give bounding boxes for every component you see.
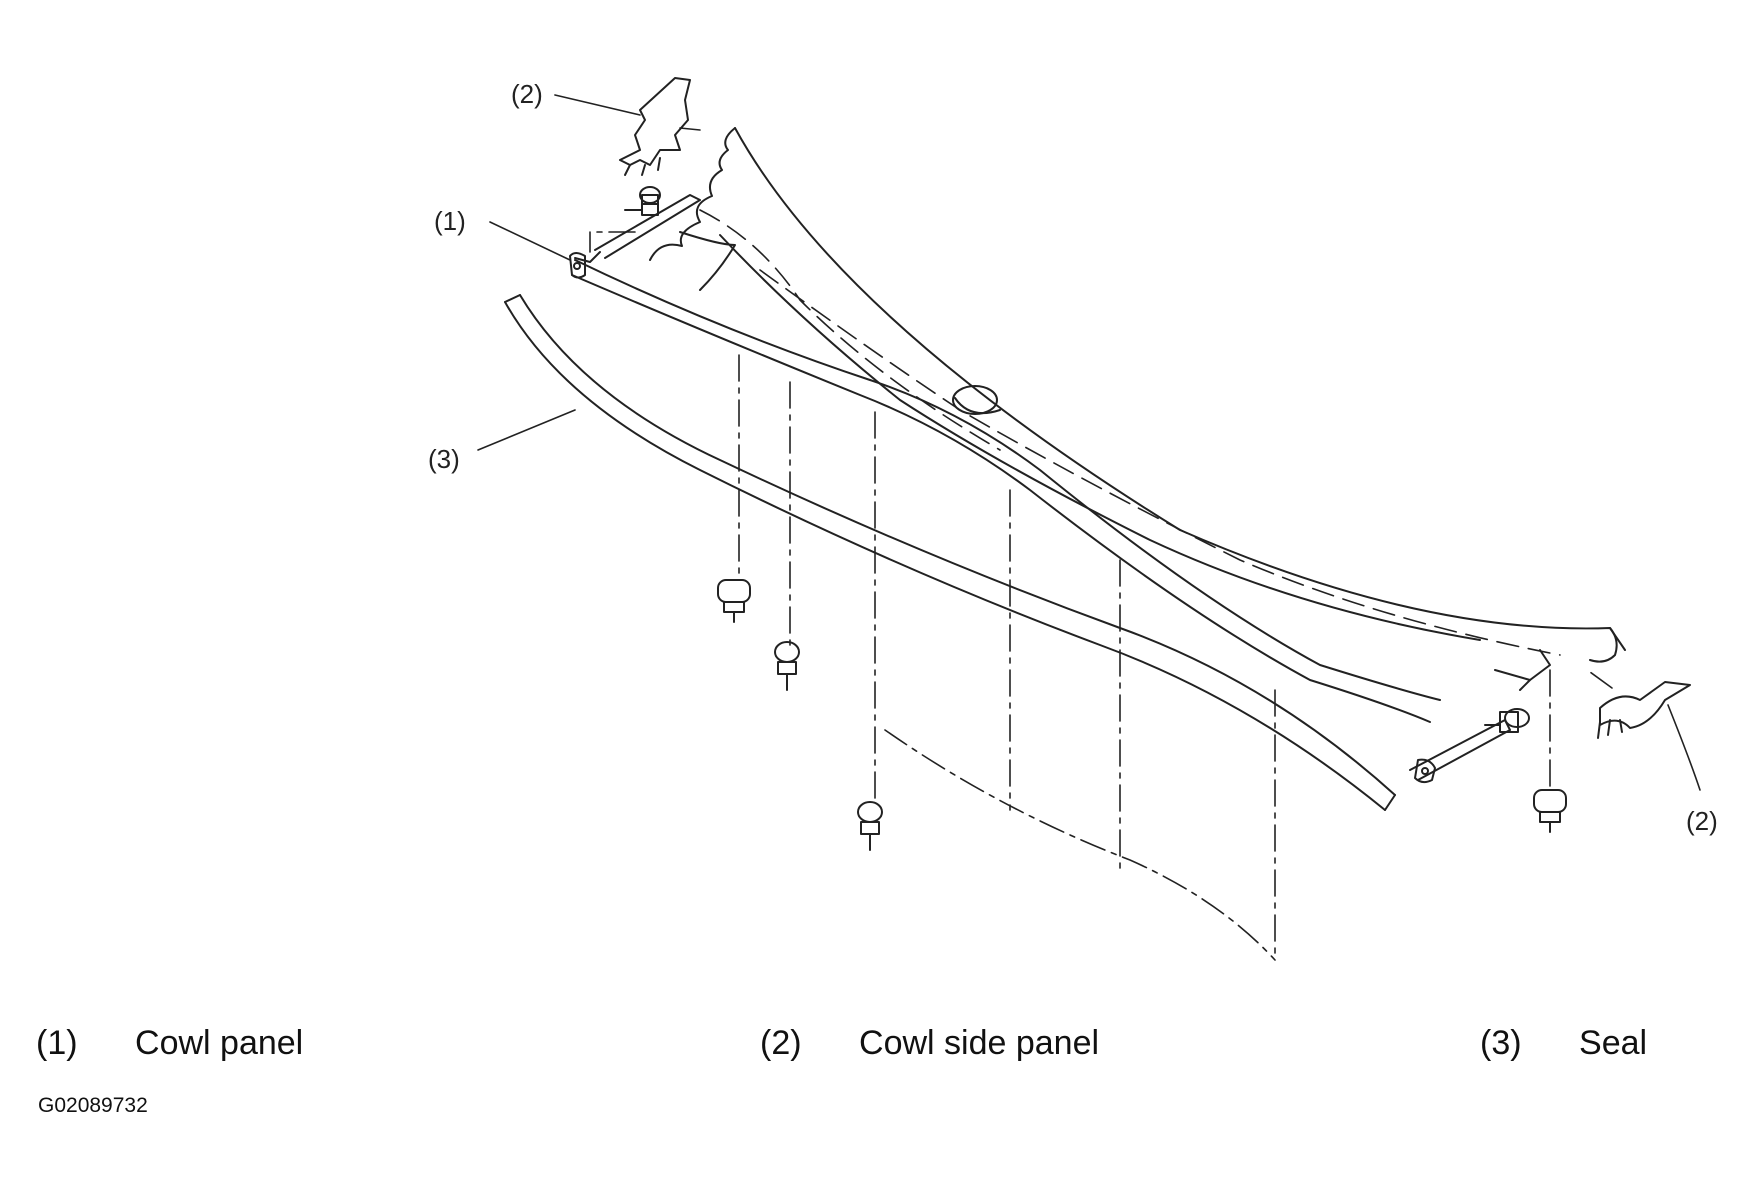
cowl-panel	[569, 127, 1626, 784]
legend-name: Cowl panel	[135, 1024, 304, 1062]
leader-lines	[477, 94, 1701, 791]
cowl-side-panel-left	[619, 77, 691, 176]
clip-top-left	[624, 186, 661, 216]
callout-label-2-right: (2)	[1686, 806, 1718, 836]
legend-item-cowl-panel: (1) Cowl panel	[36, 1024, 303, 1063]
clip-right-top	[1484, 708, 1530, 733]
legend-item-seal: (3) Seal	[1480, 1024, 1647, 1063]
legend-number: (1)	[36, 1024, 78, 1062]
legend-name: Cowl side panel	[859, 1024, 1100, 1062]
figure-id: G02089732	[38, 1094, 148, 1117]
callout-label-2-left: (2)	[511, 79, 543, 109]
clip-left-2	[774, 641, 800, 691]
legend-item-cowl-side-panel: (2) Cowl side panel	[760, 1024, 1099, 1063]
callout-label-3: (3)	[428, 444, 460, 474]
legend-number: (3)	[1480, 1024, 1522, 1062]
clip-centre-bottom	[857, 801, 883, 851]
callout-label-1: (1)	[434, 206, 466, 236]
clip-right-bottom	[1533, 789, 1567, 833]
clip-left-1	[717, 579, 751, 623]
legend-name: Seal	[1579, 1024, 1648, 1062]
installation-lines	[589, 127, 1613, 961]
cowl-side-panel-right	[1597, 681, 1691, 739]
seal	[504, 294, 1396, 811]
legend-number: (2)	[760, 1024, 802, 1062]
